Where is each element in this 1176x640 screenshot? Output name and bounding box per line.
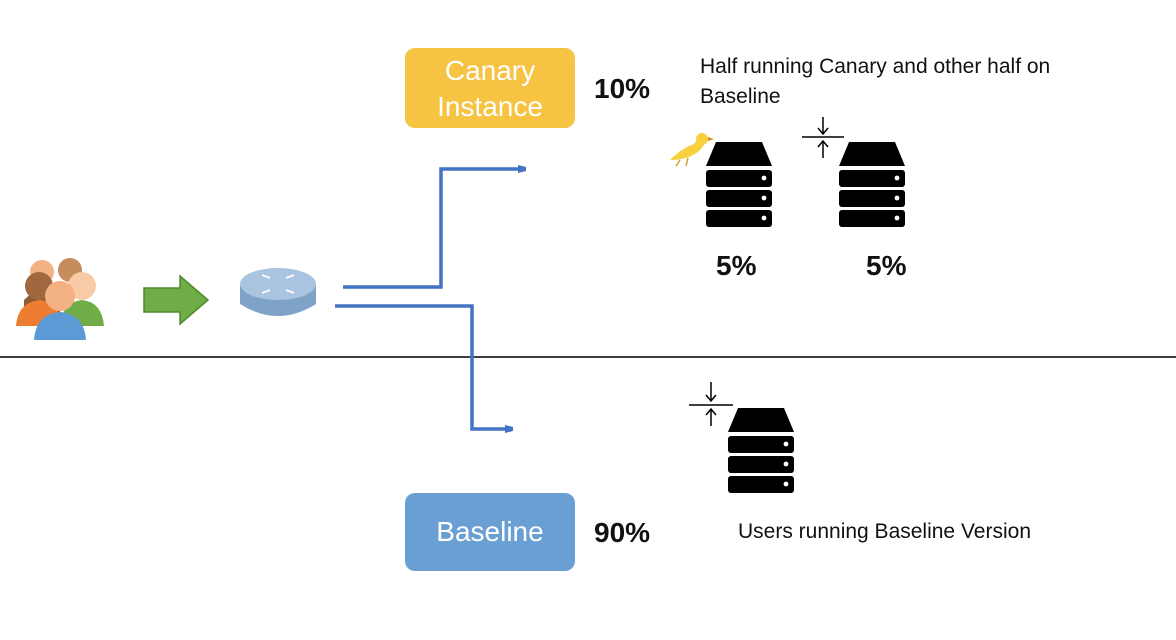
baseline-box: Baseline: [405, 493, 575, 571]
baseline-label: Baseline: [436, 516, 544, 547]
router-icon: [240, 268, 316, 316]
arrow-right-icon: [143, 274, 210, 326]
canary-percent: 10%: [594, 73, 651, 104]
canary-instance-box: Canary Instance: [405, 48, 575, 128]
canary-server-percent: 5%: [716, 250, 757, 281]
version-marker-icon: [802, 117, 844, 158]
canary-description: Half running Canary and other half on Ba…: [700, 55, 1051, 108]
users-group-icon: [16, 258, 104, 340]
baseline-description: Users running Baseline Version: [738, 520, 1031, 543]
baseline-percent: 90%: [594, 517, 651, 548]
server-icon: [706, 142, 772, 227]
canary-instance-label: Canary Instance: [437, 55, 543, 122]
baseline-flow-arrow: [335, 304, 511, 429]
canary-bird-icon: [670, 133, 714, 167]
server-icon: [728, 408, 794, 493]
server-icon: [839, 142, 905, 227]
canary-flow-arrow: [343, 169, 524, 289]
version-marker-icon: [689, 382, 733, 426]
baseline-server-percent: 5%: [866, 250, 907, 281]
